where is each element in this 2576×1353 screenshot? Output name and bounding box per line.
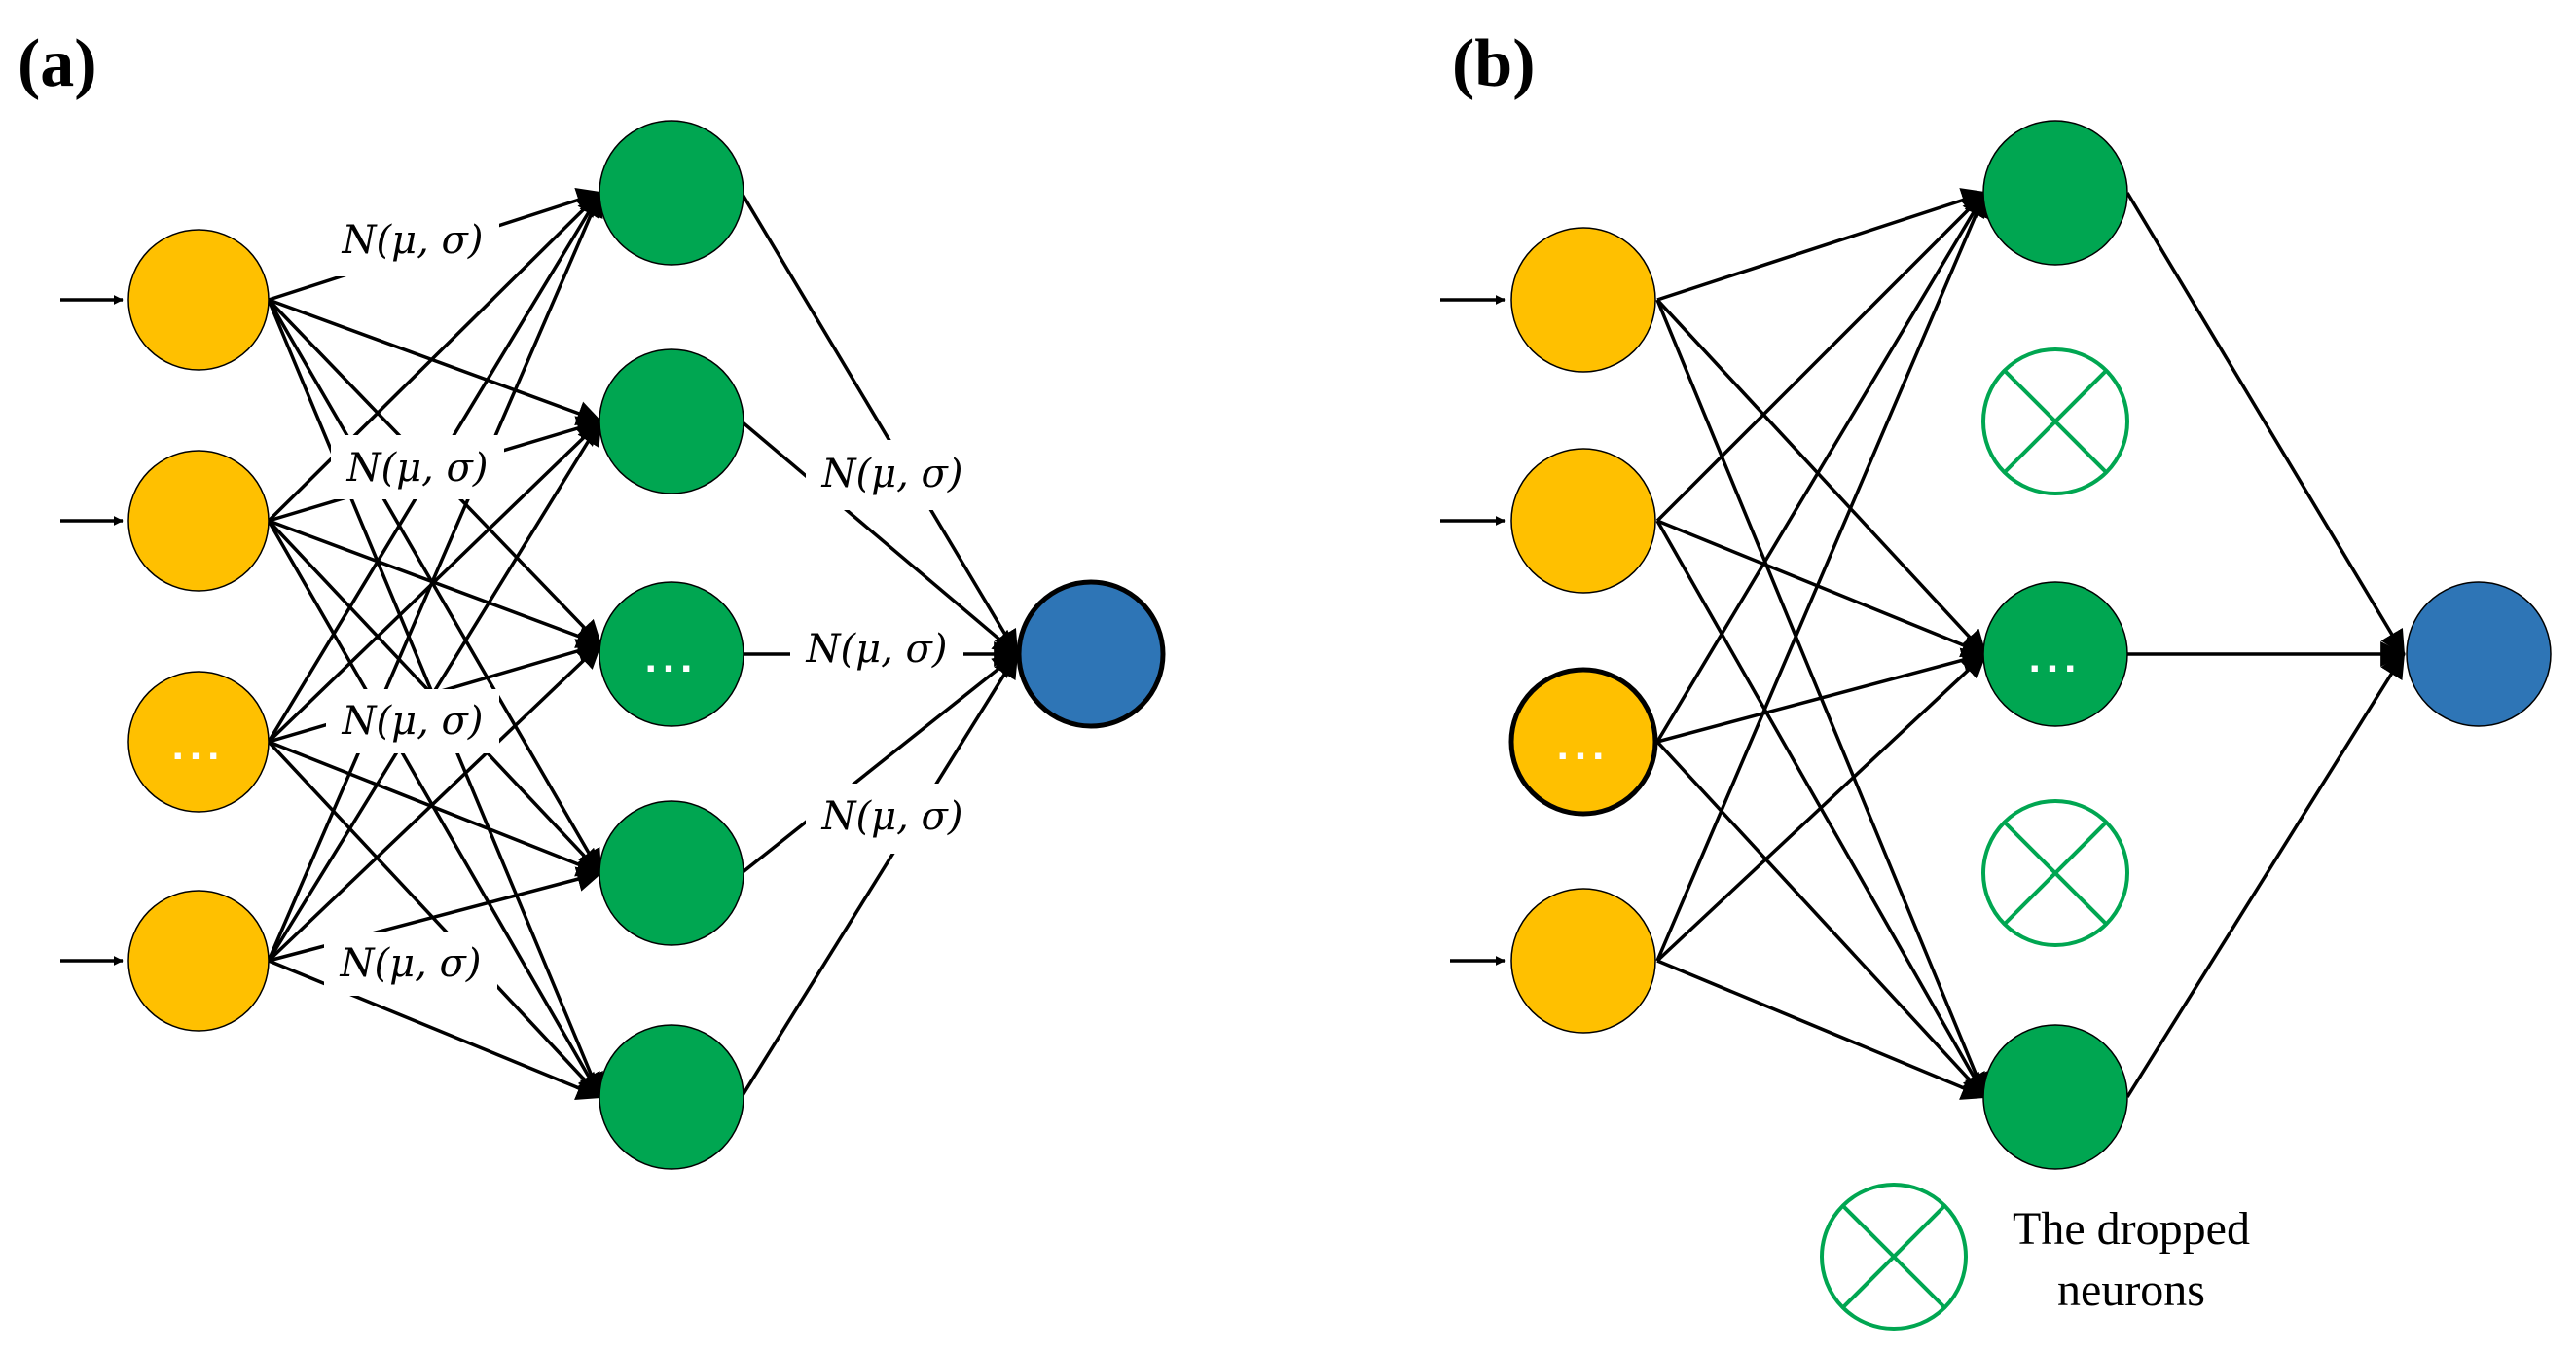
- input-neuron: [127, 450, 270, 592]
- weight-edge: [267, 740, 602, 1099]
- ellipsis-text: ...: [1557, 721, 1611, 769]
- weight-edge: [1655, 740, 1987, 1099]
- output-neuron: [2406, 581, 2552, 727]
- input-neuron: [127, 890, 270, 1032]
- weight-edge: [267, 191, 603, 962]
- dropped-neuron: [1981, 799, 2129, 947]
- hidden-neuron: [599, 348, 744, 494]
- weight-edge: [1655, 191, 1988, 962]
- hidden-neuron-ellipsis: [599, 581, 744, 727]
- panel-b-network: ... ...: [1440, 120, 2552, 1331]
- input-neuron-ellipsis: [1508, 667, 1658, 817]
- weight-edge: [1655, 191, 1987, 523]
- legend: The dropped neurons: [1820, 1183, 2250, 1331]
- panel-a-hidden-layer: ...: [599, 120, 744, 1170]
- panel-a-output-layer: [1016, 579, 1166, 729]
- label-bg: [806, 440, 979, 510]
- ellipsis-text: ...: [2029, 634, 2083, 681]
- weight-label: N(μ, σ): [342, 699, 484, 744]
- panel-a-input-layer: ...: [127, 229, 270, 1032]
- dropped-neuron-cross: [2003, 821, 2108, 926]
- output-neuron: [1016, 579, 1166, 729]
- input-neuron-ellipsis: [127, 671, 270, 813]
- weight-edge: [268, 959, 603, 1100]
- weight-edge: [267, 642, 602, 963]
- weight-edge: [1655, 298, 1987, 656]
- weight-edge: [267, 420, 602, 744]
- weight-edge: [2125, 652, 2406, 1098]
- hidden-neuron-ellipsis: [1982, 581, 2128, 727]
- weight-label: N(μ, σ): [340, 941, 482, 986]
- weight-edge: [740, 192, 1019, 656]
- label-bg: [326, 206, 499, 276]
- panel-b-label: (b): [1452, 26, 1536, 101]
- label-bg: [331, 435, 504, 499]
- weight-label: N(μ, σ): [346, 446, 489, 491]
- weight-edge: [1655, 191, 1987, 743]
- label-bg: [326, 689, 499, 753]
- weight-label: N(μ, σ): [821, 452, 963, 496]
- weight-edge: [1655, 652, 1987, 963]
- input-neuron: [1510, 448, 1656, 594]
- weight-edge: [1656, 647, 1988, 744]
- panel-a-weight-labels: N(μ, σ) N(μ, σ) N(μ, σ) N(μ, σ) N(μ, σ) …: [324, 206, 979, 996]
- weight-label: N(μ, σ): [821, 794, 963, 839]
- dropped-neuron: [1981, 347, 2129, 495]
- hidden-neuron: [599, 120, 744, 266]
- weight-edge: [1656, 188, 1988, 302]
- weight-edge: [740, 420, 1019, 656]
- label-bg: [806, 784, 979, 854]
- label-bg: [790, 617, 963, 687]
- ellipsis-text: ...: [172, 721, 226, 769]
- weight-edge: [1656, 519, 1988, 658]
- weight-edge: [267, 191, 602, 523]
- weight-edge: [267, 299, 602, 875]
- weight-label: N(μ, σ): [806, 627, 948, 672]
- hidden-neuron: [1982, 1024, 2128, 1170]
- input-neuron: [127, 229, 270, 371]
- legend-label-line2: neurons: [2057, 1264, 2205, 1316]
- hidden-neuron: [599, 1024, 744, 1170]
- dropped-neuron-cross: [2003, 369, 2108, 474]
- weight-edge: [268, 866, 603, 963]
- weight-edge: [740, 652, 1019, 875]
- panel-b-output-layer: [2406, 581, 2552, 727]
- legend-icon-cross: [1841, 1204, 1946, 1309]
- hidden-neuron: [1982, 120, 2128, 266]
- weight-edge: [1656, 959, 1988, 1100]
- label-bg: [324, 932, 497, 996]
- weight-edge: [268, 298, 603, 426]
- panel-a-network: N(μ, σ) N(μ, σ) N(μ, σ) N(μ, σ) N(μ, σ) …: [60, 120, 1166, 1170]
- weight-label: N(μ, σ): [342, 218, 484, 263]
- weight-edge: [268, 740, 603, 877]
- input-neuron: [1510, 888, 1656, 1034]
- weight-edge: [740, 652, 1019, 1098]
- panel-b-input-layer: ...: [1508, 227, 1658, 1034]
- panel-b-edges: [1440, 188, 2407, 1100]
- ellipsis-text: ...: [645, 634, 699, 681]
- input-neuron: [1510, 227, 1656, 373]
- panel-a-label: (a): [18, 26, 97, 101]
- legend-label-line1: The dropped: [2013, 1203, 2250, 1255]
- hidden-neuron: [599, 800, 744, 946]
- legend-dropped-neuron-icon: [1820, 1183, 1968, 1331]
- panel-b-hidden-layer: ...: [1981, 120, 2129, 1170]
- weight-edge: [2125, 192, 2406, 656]
